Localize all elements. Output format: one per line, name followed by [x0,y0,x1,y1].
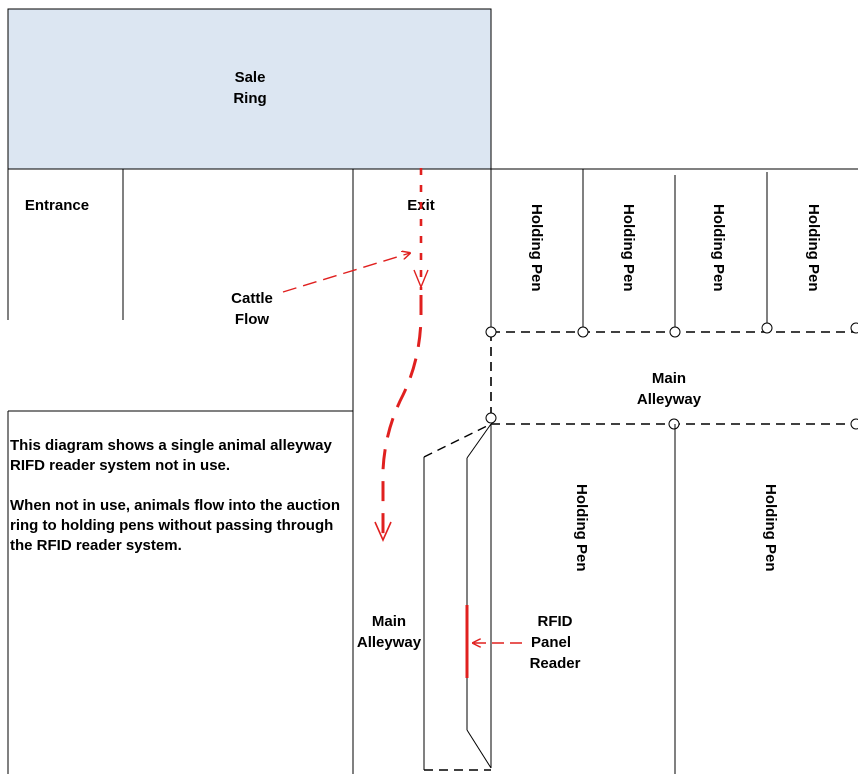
hinge [485,326,497,338]
holding-pen-label-3: Holding Pen [710,204,727,292]
holding-pen-label-6: Holding Pen [762,484,779,572]
flow-path-arrowhead-mid [413,269,429,289]
holding-pen-label-1: Holding Pen [528,204,545,292]
rfid-label-1: RFID [538,613,573,630]
hinge [668,418,680,430]
entrance-label: Entrance [25,197,89,214]
flow-path-arrowhead-end [374,521,392,542]
main-alleyway-label-upper-1: Main [652,370,686,387]
hinge [577,326,589,338]
description-paragraph-1: This diagram shows a single animal alley… [10,437,332,474]
main-alleyway-label-upper-2: Alleyway [637,391,702,408]
holding-pen-label-4: Holding Pen [805,204,822,292]
hinge [761,322,773,334]
cattle-flow-label-2: Flow [235,311,269,328]
description-paragraph-2: When not in use, animals flow into the a… [10,497,341,554]
hinge [850,418,858,430]
cattle-flow-pointer [282,253,410,293]
sale-ring [7,8,492,170]
holding-pen-label-2: Holding Pen [620,204,637,292]
holding-pen-label-5: Holding Pen [573,484,590,572]
rfid-label-2: Panel [531,634,571,651]
cattle-flow-label-1: Cattle [231,290,273,307]
reader-funnel-top [466,423,492,459]
sale-ring-label-2: Ring [233,90,266,107]
reader-funnel-bottom [466,729,492,769]
description-note: This diagram shows a single animal alley… [10,436,345,576]
main-alleyway-label-lower-1: Main [372,613,406,630]
hinge [850,322,858,334]
flow-path-main [381,295,423,535]
hinge [669,326,681,338]
hinge [485,412,497,424]
main-alleyway-label-lower-2: Alleyway [357,634,422,651]
rfid-label-3: Reader [530,655,581,672]
reader-gate-diagonal [423,423,492,458]
sale-ring-label-1: Sale [235,69,266,86]
